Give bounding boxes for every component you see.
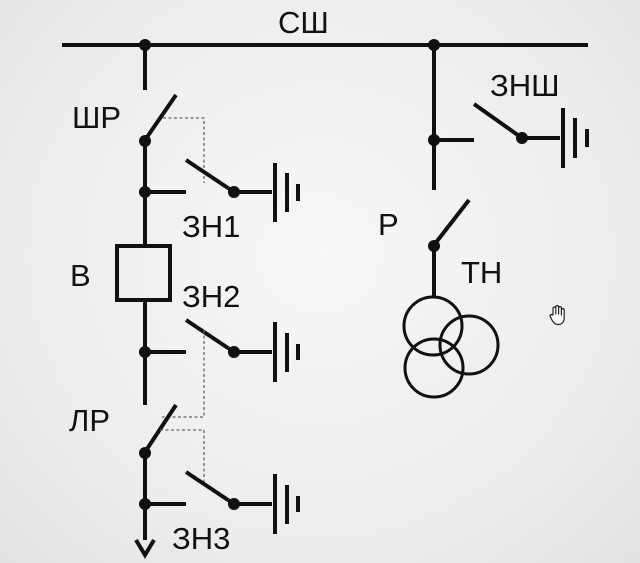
earth-switch-2 — [139, 318, 272, 358]
label-earth-switch-1: ЗН1 — [182, 209, 240, 244]
interlock-link-2 — [162, 330, 205, 418]
ground-icon — [273, 474, 300, 534]
label-earth-switch-2: ЗН2 — [182, 279, 240, 314]
vt-disconnector — [428, 198, 471, 252]
interlock-link-3 — [160, 429, 205, 482]
earth-switch-1 — [139, 158, 272, 198]
label-vt-disconnector: Р — [378, 207, 399, 242]
earth-switch-3 — [139, 470, 272, 510]
label-busbar-earth: ЗНШ — [490, 68, 560, 103]
bus-disconnector — [139, 93, 178, 147]
hand-cursor-icon — [549, 305, 565, 326]
label-bus-disconnector: ШР — [72, 100, 121, 135]
label-busbar: СШ — [278, 5, 329, 40]
label-earth-switch-3: ЗН3 — [172, 521, 230, 556]
interlock-link-1 — [163, 117, 205, 183]
ground-icon — [273, 163, 300, 222]
busbar-earth-switch — [428, 102, 560, 146]
label-voltage-transformer: ТН — [461, 255, 502, 290]
ground-icon — [561, 108, 589, 168]
circuit-breaker — [115, 244, 172, 302]
line-disconnector — [139, 403, 178, 459]
ground-icon — [273, 322, 300, 382]
voltage-transformer-icon — [402, 295, 500, 399]
outgoing-arrow-icon — [134, 538, 156, 559]
label-line-disconnector: ЛР — [69, 403, 110, 438]
label-breaker: В — [70, 258, 91, 293]
